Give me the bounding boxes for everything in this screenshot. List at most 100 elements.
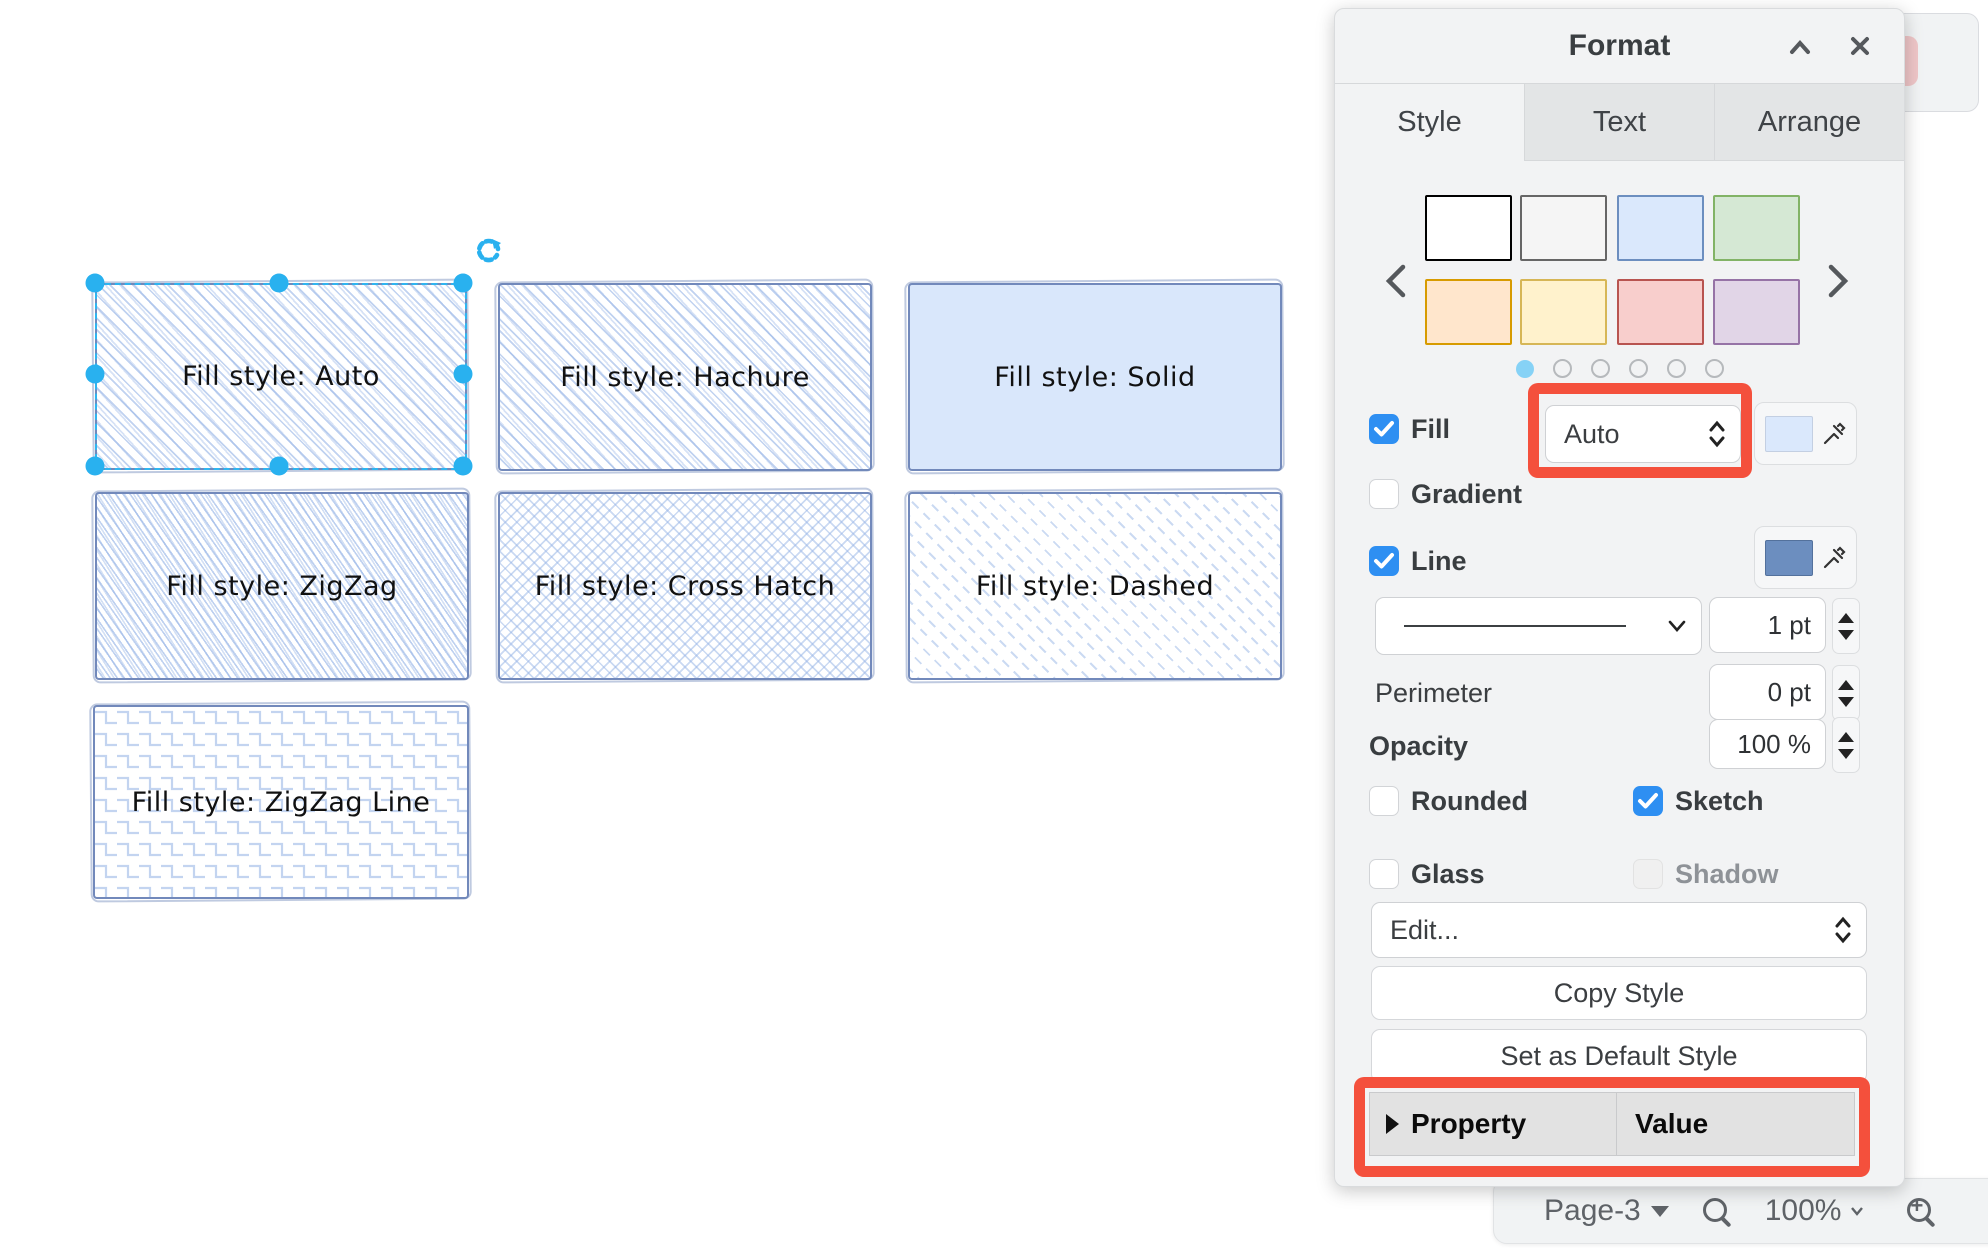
perimeter-stepper[interactable] (1832, 665, 1860, 721)
shape-label: Fill style: Dashed (975, 570, 1215, 602)
stepper-down-icon (1838, 696, 1854, 707)
pager-dot-1[interactable] (1515, 359, 1534, 378)
line-label: Line (1411, 546, 1467, 576)
shape-fill-solid[interactable]: Fill style: Solid (908, 283, 1282, 471)
line-style-select[interactable] (1375, 597, 1702, 655)
property-value-header[interactable]: Property Value (1369, 1092, 1855, 1156)
swatch-gray[interactable] (1520, 195, 1607, 261)
resize-handle-ne[interactable] (453, 273, 473, 293)
rotate-icon[interactable] (474, 236, 504, 266)
stepper-up-icon (1838, 731, 1854, 742)
stepper-down-icon (1838, 629, 1854, 640)
line-width-input[interactable]: 1 pt (1709, 597, 1826, 653)
fill-style-value: Auto (1564, 418, 1620, 449)
tab-arrange[interactable]: Arrange (1714, 84, 1904, 160)
close-panel-icon[interactable] (1843, 29, 1877, 63)
pager-dot-3[interactable] (1590, 359, 1610, 378)
glass-checkbox[interactable] (1369, 859, 1399, 889)
select-updown-icon (1709, 420, 1725, 448)
resize-handle-w[interactable] (85, 364, 105, 384)
zoom-level: 100% (1764, 1194, 1842, 1227)
opacity-stepper[interactable] (1832, 717, 1860, 773)
page-selector[interactable]: Page-3 (1544, 1194, 1669, 1228)
swatch-white[interactable] (1425, 195, 1512, 261)
shadow-label: Shadow (1675, 859, 1779, 889)
edit-style-select[interactable]: Edit... (1371, 902, 1867, 958)
perimeter-input[interactable]: 0 pt (1709, 664, 1826, 720)
swatch-green[interactable] (1713, 195, 1800, 261)
gradient-checkbox[interactable] (1369, 479, 1399, 509)
copy-style-button[interactable]: Copy Style (1371, 966, 1867, 1020)
shape-fill-auto[interactable]: Fill style: Auto (95, 283, 467, 470)
line-color-chip (1764, 539, 1813, 576)
perimeter-value: 0 pt (1767, 676, 1811, 707)
pager-dot-5[interactable] (1666, 359, 1686, 378)
swatch-purple[interactable] (1713, 279, 1800, 345)
set-default-style-button[interactable]: Set as Default Style (1371, 1029, 1867, 1083)
resize-handle-sw[interactable] (85, 456, 105, 476)
tab-text[interactable]: Text (1524, 84, 1714, 160)
zoom-level-selector[interactable]: 100% (1765, 1194, 1866, 1228)
fill-checkbox[interactable] (1369, 414, 1399, 444)
swatch-orange[interactable] (1425, 279, 1512, 345)
pager-dot-6[interactable] (1704, 359, 1724, 378)
stepper-up-icon (1838, 612, 1854, 623)
sketch-label: Sketch (1675, 786, 1764, 816)
line-color-button[interactable] (1754, 526, 1857, 589)
page-name: Page-3 (1544, 1194, 1641, 1227)
property-header-cell[interactable]: Property (1370, 1093, 1617, 1155)
fill-color-button[interactable] (1754, 402, 1857, 465)
shape-label: Fill style: Hachure (560, 361, 810, 393)
property-header-label: Property (1411, 1108, 1527, 1139)
rounded-label: Rounded (1411, 786, 1528, 816)
value-header-label: Value (1635, 1108, 1709, 1139)
resize-handle-n[interactable] (269, 273, 289, 293)
swatch-blue[interactable] (1617, 195, 1704, 261)
shape-fill-dashed[interactable]: Fill style: Dashed (908, 492, 1282, 680)
fill-color-chip (1764, 415, 1813, 452)
select-down-icon (1668, 620, 1686, 632)
opacity-value: 100 % (1737, 728, 1811, 759)
stepper-up-icon (1838, 679, 1854, 690)
opacity-label: Opacity (1369, 731, 1469, 761)
swatch-pager-dots (1335, 359, 1904, 378)
sketch-checkbox[interactable] (1633, 786, 1663, 816)
shape-label: Fill style: ZigZag Line (131, 786, 431, 818)
shape-fill-zigzag-line[interactable]: Fill style: ZigZag Line (93, 705, 469, 899)
prev-swatches-icon[interactable] (1379, 259, 1413, 303)
collapse-panel-icon[interactable] (1783, 31, 1817, 65)
pager-dot-4[interactable] (1628, 359, 1648, 378)
format-panel: Format Style Text Arrange (1334, 8, 1905, 1187)
rounded-checkbox[interactable] (1369, 786, 1399, 816)
glass-label: Glass (1411, 859, 1485, 889)
line-width-value: 1 pt (1767, 609, 1811, 640)
perimeter-label: Perimeter (1375, 678, 1493, 708)
shadow-checkbox (1633, 859, 1663, 889)
resize-handle-e[interactable] (453, 364, 473, 384)
stepper-down-icon (1838, 748, 1854, 759)
gradient-label: Gradient (1411, 479, 1523, 509)
shape-label: Fill style: Auto (182, 361, 380, 392)
line-checkbox[interactable] (1369, 546, 1399, 576)
shape-fill-cross-hatch[interactable]: Fill style: Cross Hatch (498, 492, 872, 680)
statusbar: Page-3 100% (1493, 1178, 1988, 1244)
shape-fill-hachure[interactable]: Fill style: Hachure (498, 283, 872, 471)
swatch-yellow[interactable] (1520, 279, 1607, 345)
fill-style-select[interactable]: Auto (1545, 405, 1741, 463)
opacity-input[interactable]: 100 % (1709, 719, 1826, 769)
next-swatches-icon[interactable] (1821, 259, 1855, 303)
shape-label: Fill style: ZigZag (166, 570, 398, 602)
zoom-in-icon[interactable] (1905, 1193, 1936, 1228)
resize-handle-se[interactable] (453, 456, 473, 476)
pager-dot-2[interactable] (1552, 359, 1572, 378)
line-width-stepper[interactable] (1832, 598, 1860, 654)
panel-tabs: Style Text Arrange (1335, 84, 1904, 161)
tab-style[interactable]: Style (1335, 84, 1524, 161)
resize-handle-s[interactable] (269, 456, 289, 476)
style-swatch-chooser (1335, 195, 1904, 405)
resize-handle-nw[interactable] (85, 273, 105, 293)
zoom-out-icon[interactable] (1701, 1196, 1732, 1228)
shape-fill-zigzag[interactable]: Fill style: ZigZag (95, 492, 469, 680)
swatch-red[interactable] (1617, 279, 1704, 345)
